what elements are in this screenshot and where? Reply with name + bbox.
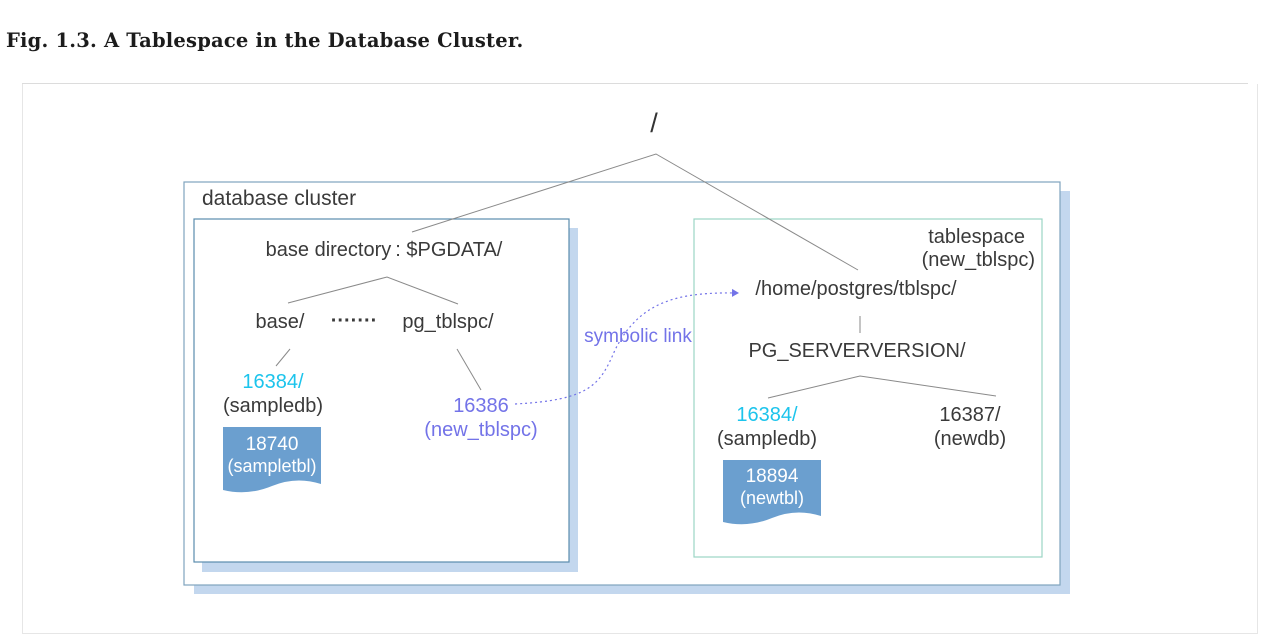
tblspc-sampledb-oid: 16384/: [736, 404, 798, 426]
link-name: (new_tblspc): [424, 419, 537, 441]
link-oid: 16386: [453, 395, 509, 417]
sampletbl-oid: 18740: [246, 434, 299, 455]
tblspc-sampledb-name: (sampledb): [717, 428, 817, 450]
sampletbl-file: [223, 427, 321, 493]
base-dir-branch: [287, 276, 459, 305]
cluster-label: database cluster: [202, 187, 356, 210]
sampletbl-name: (sampletbl): [227, 456, 316, 476]
newdb-name: (newdb): [934, 428, 1006, 450]
caption-divider: [22, 83, 1248, 84]
root-branch-lines: [411, 153, 859, 271]
pg-serverversion-label: PG_SERVERVERSION/: [748, 340, 966, 362]
base-directory-label: base directory : $PGDATA/: [266, 239, 503, 261]
figure-frame: [22, 84, 1258, 634]
symbolic-link-arrow: [514, 288, 739, 405]
tblspc-to-link-line: [456, 348, 482, 391]
figure-caption: Fig. 1.3. A Tablespace in the Database C…: [6, 29, 524, 52]
base-to-db-line: [275, 348, 291, 367]
root-label: /: [650, 108, 658, 138]
pg-tblspc-label: pg_tblspc/: [402, 311, 494, 333]
newtbl-file: [723, 460, 821, 525]
base-directory-box: [193, 218, 570, 563]
ellipsis-dots: ·······: [331, 310, 378, 332]
base-folder-label: base/: [256, 311, 305, 333]
tablespace-title: tablespace: [928, 226, 1025, 248]
version-branch: [767, 375, 997, 399]
newtbl-oid: 18894: [746, 466, 799, 487]
symbolic-link-label: symbolic link: [584, 326, 692, 347]
newtbl-name: (newtbl): [740, 488, 804, 508]
sampledb-name: (sampledb): [223, 395, 323, 417]
sampledb-oid: 16384/: [242, 371, 304, 393]
newdb-oid: 16387/: [939, 404, 1001, 426]
tablespace-path: /home/postgres/tblspc/: [755, 278, 957, 300]
tablespace-name: (new_tblspc): [922, 249, 1035, 271]
